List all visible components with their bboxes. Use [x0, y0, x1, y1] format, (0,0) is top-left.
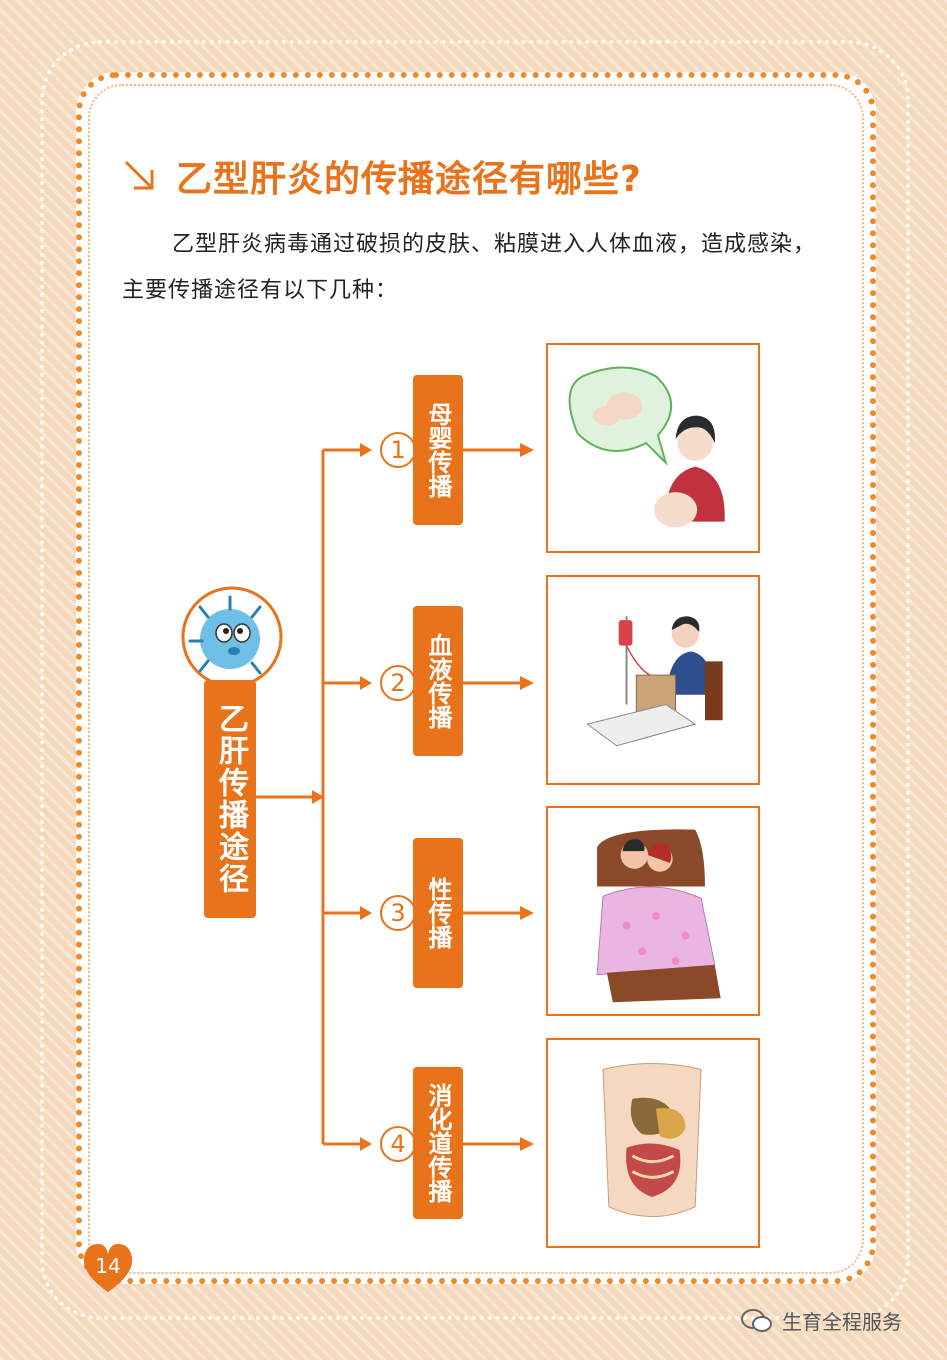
route-label: 消化道传播 [424, 1083, 452, 1203]
arrow-down-right-icon [124, 160, 154, 190]
root-node-hbv-transmission: 乙肝传播途径 [204, 680, 256, 918]
route-number-1: 1 [380, 432, 416, 468]
heart-icon [83, 1244, 133, 1292]
virus-mascot-icon [181, 586, 283, 688]
watermark: 生育全程服务 [740, 1306, 902, 1335]
digestive-system-illustration [546, 1038, 760, 1248]
couple-in-bed-illustration [546, 806, 760, 1016]
route-number-3: 3 [380, 895, 416, 931]
route-number-2: 2 [380, 665, 416, 701]
root-label: 乙肝传播途径 [213, 703, 248, 895]
section-title: 乙型肝炎的传播途径有哪些? [120, 150, 642, 202]
route-label: 血液传播 [424, 633, 452, 729]
watermark-text: 生育全程服务 [782, 1310, 902, 1334]
route-label: 性传播 [424, 877, 452, 949]
wechat-icon [741, 1308, 772, 1332]
pregnant-woman-illustration [546, 343, 760, 553]
intro-paragraph: 乙型肝炎病毒通过破损的皮肤、粘膜进入人体血液，造成感染，主要传播途径有以下几种： [122, 232, 817, 303]
blood-transfusion-illustration [546, 575, 760, 785]
page-number: 14 [95, 1254, 121, 1278]
route-sexual: 性传播 [413, 838, 463, 988]
title-text: 乙型肝炎的传播途径有哪些? [176, 159, 642, 200]
route-blood: 血液传播 [413, 606, 463, 756]
route-number-4: 4 [380, 1126, 416, 1162]
route-mother-to-child: 母婴传播 [413, 375, 463, 525]
page-number-badge: 14 [80, 1242, 136, 1294]
route-digestive: 消化道传播 [413, 1067, 463, 1219]
route-label: 母婴传播 [424, 402, 452, 498]
